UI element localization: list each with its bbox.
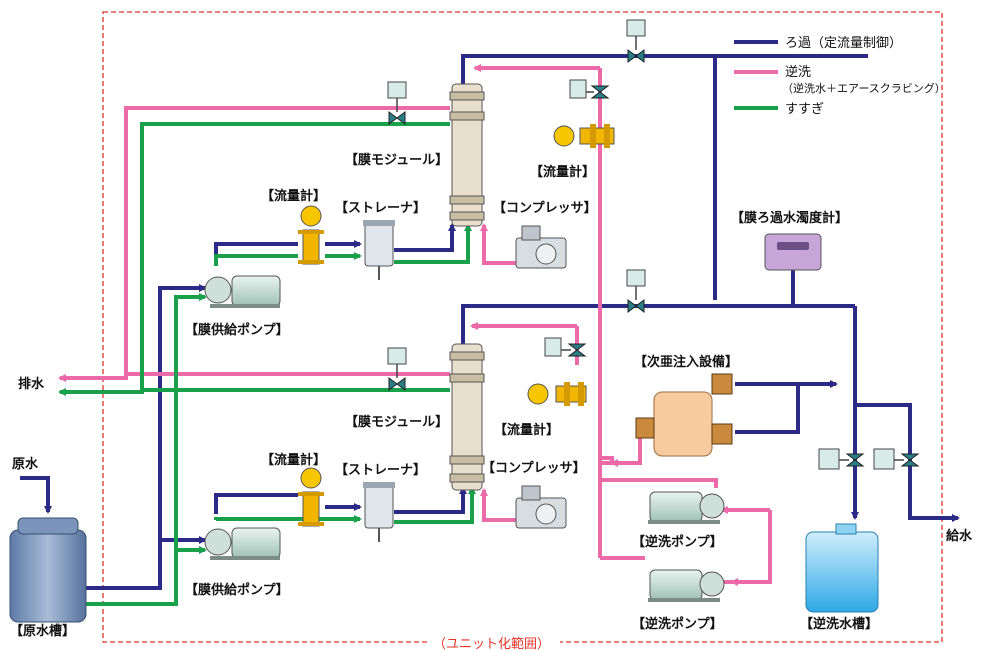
legend-filtration: ろ過（定流量制御） (785, 36, 902, 51)
scope-label-bg (430, 633, 560, 650)
turbidity-meter-label: 【膜ろ過水濁度計】 (731, 210, 848, 226)
raw-water-tank-label: 【原水槽】 (10, 623, 75, 639)
backwash-tank-label: 【逆洗水槽】 (800, 616, 878, 632)
drain-label: 排水 (18, 376, 45, 392)
compressor-upper (515, 225, 567, 269)
hypochlorite-unit (635, 373, 733, 457)
feed-pump-lower-label: 【膜供給ポンプ】 (185, 582, 289, 598)
turbidity-meter (764, 233, 822, 271)
membrane-module-upper (449, 83, 485, 227)
legend-backwash-note: （逆洗水＋エアースクラビング） (782, 81, 946, 95)
feed-pump-lower (204, 527, 281, 560)
valve-top-header (626, 19, 646, 63)
supply-water-label: 給水 (946, 528, 973, 544)
valve-upper-drain (387, 81, 407, 125)
strainer-upper (363, 220, 395, 280)
backwash-pump-lower (648, 569, 725, 602)
legend: ろ過（定流量制御） 逆洗 （逆洗水＋エアースクラビング） すすぎ (734, 36, 946, 117)
backwash-pump-upper-label: 【逆洗ポンプ】 (632, 534, 723, 550)
legend-rinse: すすぎ (785, 102, 824, 117)
backwash-pump-lower-label: 【逆洗ポンプ】 (632, 616, 723, 632)
compressor-lower (515, 485, 567, 529)
flowmeter-lower-right-label: 【流量計】 (494, 422, 559, 438)
strainer-lower (363, 482, 395, 542)
unit-scope-label: （ユニット化範囲） (433, 637, 550, 650)
hypochlorite-label: 【次亜注入設備】 (634, 354, 738, 370)
backwash-lines (58, 64, 772, 586)
valves (387, 19, 920, 470)
valve-supply (873, 448, 920, 470)
valve-lower-backwash (544, 337, 587, 357)
membrane-module-lower (449, 343, 485, 491)
filtration-lines (20, 54, 960, 590)
flowmeter-upper-right (553, 124, 615, 148)
strainer-lower-label: 【ストレーナ】 (335, 462, 426, 478)
valve-backwash-tank (818, 448, 865, 470)
backwash-pump-upper (648, 491, 725, 524)
flowmeter-upper-left (298, 205, 324, 265)
raw-water-label: 原水 (12, 456, 39, 472)
flowmeter-upper-right-label: 【流量計】 (530, 164, 595, 180)
legend-backwash: 逆洗 (785, 64, 811, 80)
compressor-upper-label: 【コンプレッサ】 (493, 200, 597, 216)
feed-pump-upper (204, 275, 281, 308)
backwash-water-tank (805, 523, 879, 613)
valve-upper-backwash (569, 79, 610, 99)
feed-pump-upper-label: 【膜供給ポンプ】 (185, 322, 289, 338)
strainer-upper-label: 【ストレーナ】 (335, 200, 426, 216)
raw-water-tank (9, 517, 87, 623)
flowmeter-lower-left-label: 【流量計】 (261, 452, 326, 468)
flowmeter-lower-right (527, 382, 587, 406)
compressor-lower-label: 【コンプレッサ】 (482, 460, 586, 476)
flowmeter-lower-left (298, 467, 324, 527)
membrane-module-upper-label: 【膜モジュール】 (345, 152, 448, 168)
membrane-module-lower-label: 【膜モジュール】 (345, 414, 448, 430)
valve-mid-header (626, 269, 646, 313)
flowmeter-upper-left-label: 【流量計】 (261, 188, 326, 204)
valve-lower-drain (387, 347, 407, 391)
